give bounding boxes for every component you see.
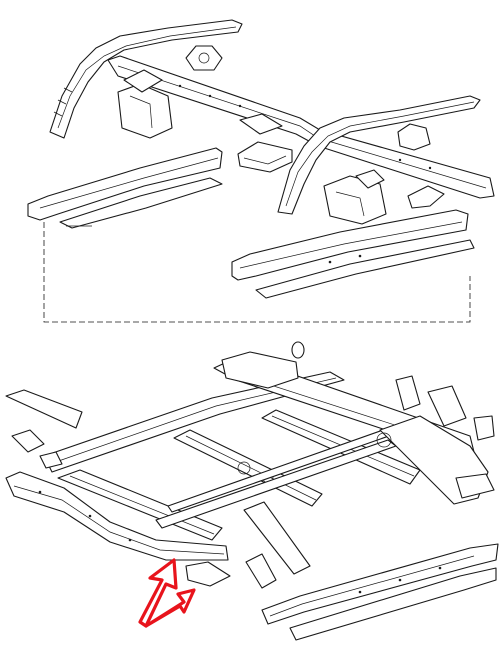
right-rear-arch-rail xyxy=(277,95,481,215)
assembly-leader-lines xyxy=(43,222,471,323)
lower-small-brackets xyxy=(185,501,311,589)
red-arrow-icon xyxy=(138,558,196,628)
right-lower-side-rail xyxy=(261,543,499,641)
right-upper-bracket xyxy=(397,123,445,209)
lower-floor-assembly xyxy=(5,341,499,641)
left-mid-side-rail xyxy=(27,147,223,229)
right-rear-mechanicals xyxy=(221,341,495,505)
left-rear-arch-rail xyxy=(49,19,243,139)
left-front-frame-rail xyxy=(5,471,229,561)
left-mount-pieces xyxy=(5,389,83,469)
top-mount-bracket xyxy=(185,45,223,71)
upper-frame-assembly xyxy=(49,19,495,225)
center-mount xyxy=(237,113,293,173)
left-suspension-tower xyxy=(117,69,173,139)
right-suspension-tower xyxy=(323,169,387,225)
right-mid-side-rail xyxy=(231,209,475,299)
upper-long-crossbar xyxy=(107,55,495,199)
